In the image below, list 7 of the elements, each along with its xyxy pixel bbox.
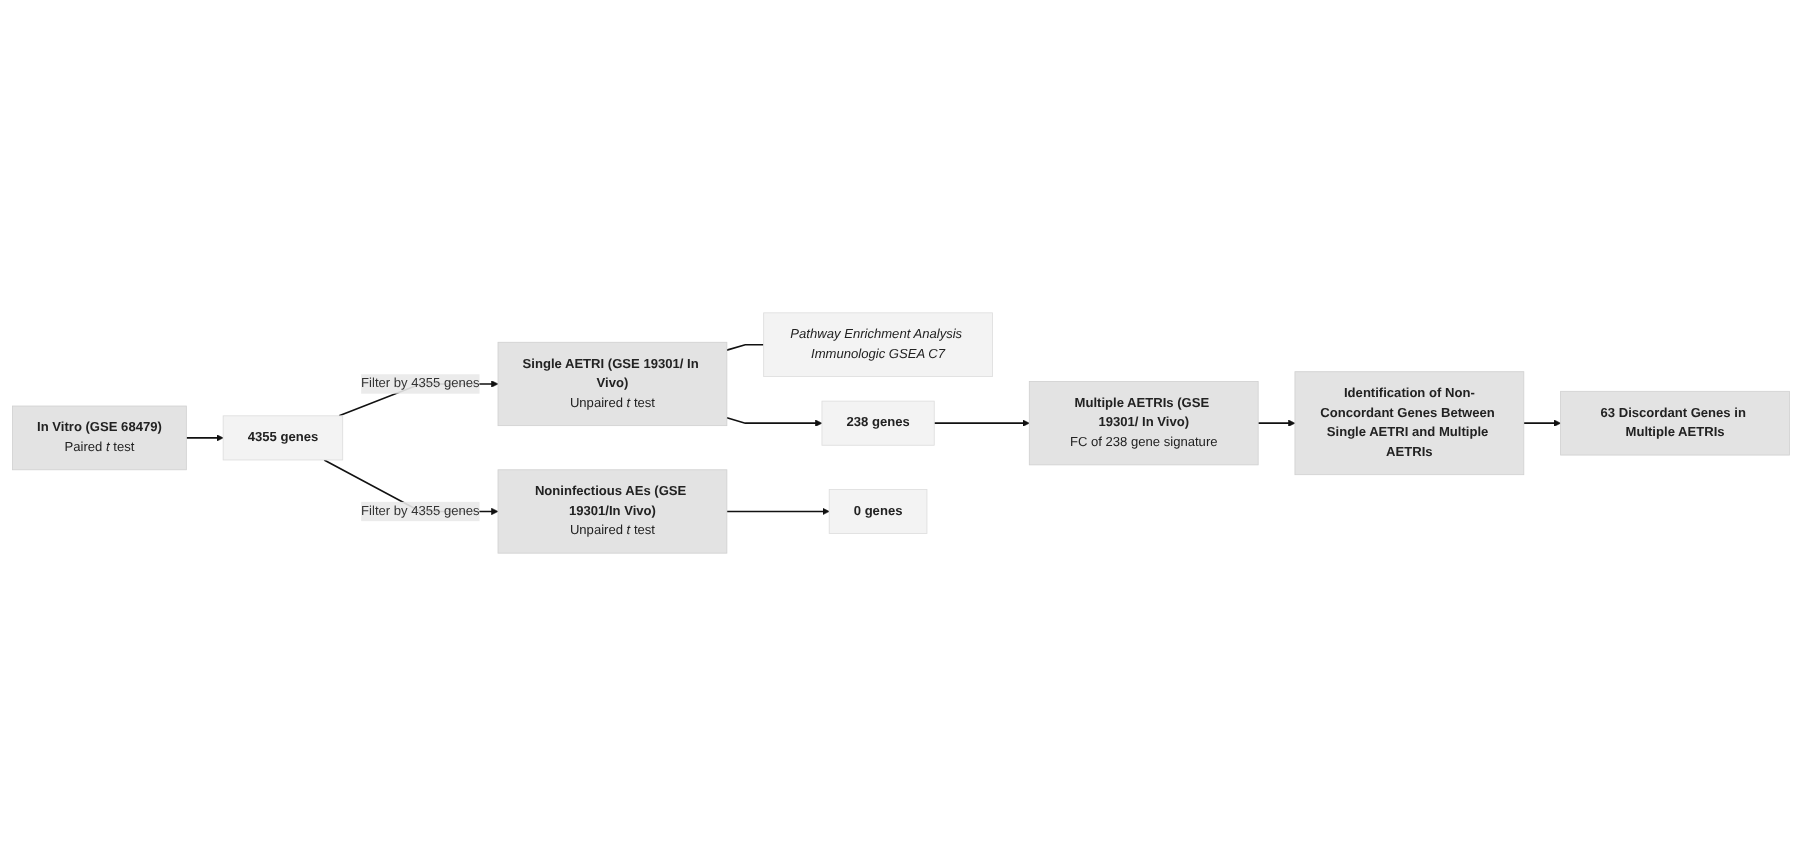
arrow xyxy=(933,419,1030,427)
arrow xyxy=(185,434,224,442)
arrow xyxy=(726,416,823,427)
arrow xyxy=(726,507,830,516)
arrow xyxy=(1523,419,1561,427)
arrow xyxy=(1257,419,1296,427)
connector xyxy=(726,343,765,351)
